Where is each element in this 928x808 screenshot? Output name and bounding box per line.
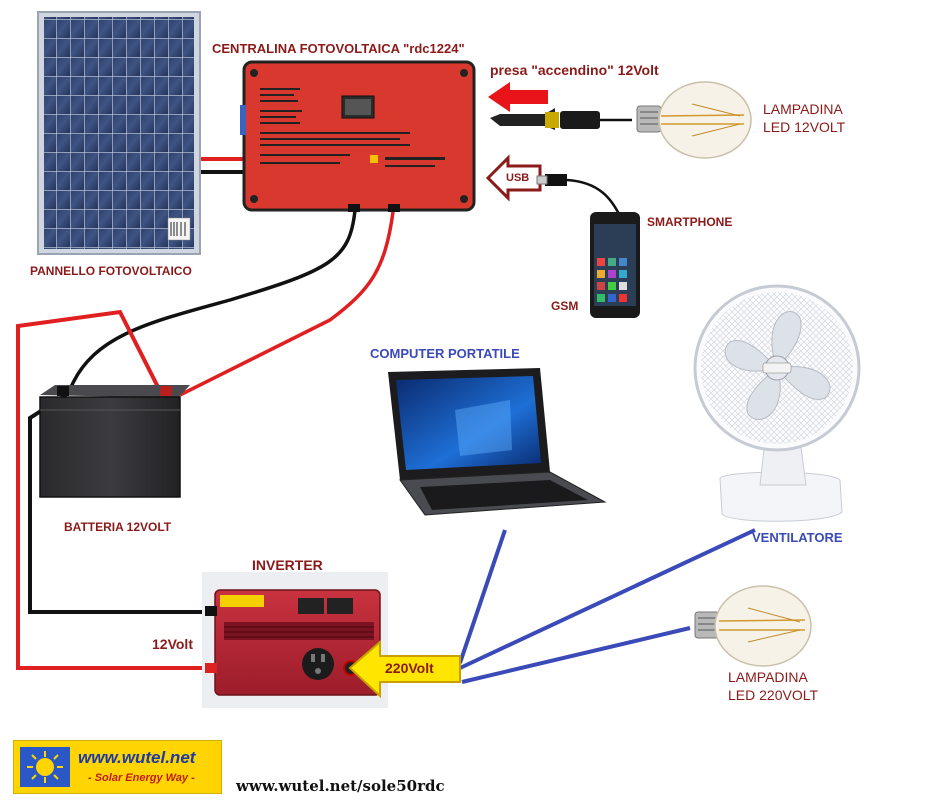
inverter-icon [202,572,388,708]
cigarette-socket-label: presa "accendino" 12Volt [490,62,659,78]
led-bulb-12v-icon [636,81,752,159]
laptop-label: COMPUTER PORTATILE [370,346,520,361]
volt220-label: 220Volt [385,660,434,676]
sun-icon [20,747,70,787]
ac-line-laptop [458,529,507,664]
logo-site: www.wutel.net [78,748,196,767]
ac-line-fan [459,528,756,670]
volt12-label: 12Volt [152,636,193,652]
bulb220-label-line2: LED 220VOLT [728,687,819,703]
smartphone-icon [590,212,640,318]
fan-icon [693,284,861,522]
controller-battery-red [179,211,395,397]
battery-icon [39,385,190,498]
fan-label: VENTILATORE [752,530,843,545]
car-plug-icon [490,108,632,130]
red-arrow-icon [488,82,548,112]
bulb12-label-line1: LAMPADINA [763,101,843,117]
charge-controller-icon [240,60,476,212]
bulb12-label-line2: LED 12VOLT [763,119,846,135]
laptop-icon [388,368,607,516]
ac-line-bulb [461,626,691,684]
logo-tagline: - Solar Energy Way - [88,772,195,784]
panel-label: PANNELLO FOTOVOLTAICO [30,264,192,278]
battery-label: BATTERIA 12VOLT [64,520,172,534]
led-bulb-220v-icon [694,585,812,667]
gsm-label: GSM [551,299,579,313]
battery-inverter-red [16,309,210,670]
bulb220-label-line1: LAMPADINA [728,669,808,685]
yellow-arrow-icon [348,639,461,699]
controller-battery-black [60,209,357,401]
footer-url-link[interactable]: www.wutel.net/sole50rdc [236,777,445,795]
inverter-label: INVERTER [252,557,323,573]
controller-title: CENTRALINA FOTOVOLTAICA "rdc1224" [212,41,465,56]
wutel-logo[interactable]: www.wutel.net - Solar Energy Way - [13,740,222,794]
usb-cable-icon [485,154,622,217]
solar-panel-icon [37,11,201,255]
smartphone-label: SMARTPHONE [647,215,733,229]
usb-label: USB [506,172,530,184]
